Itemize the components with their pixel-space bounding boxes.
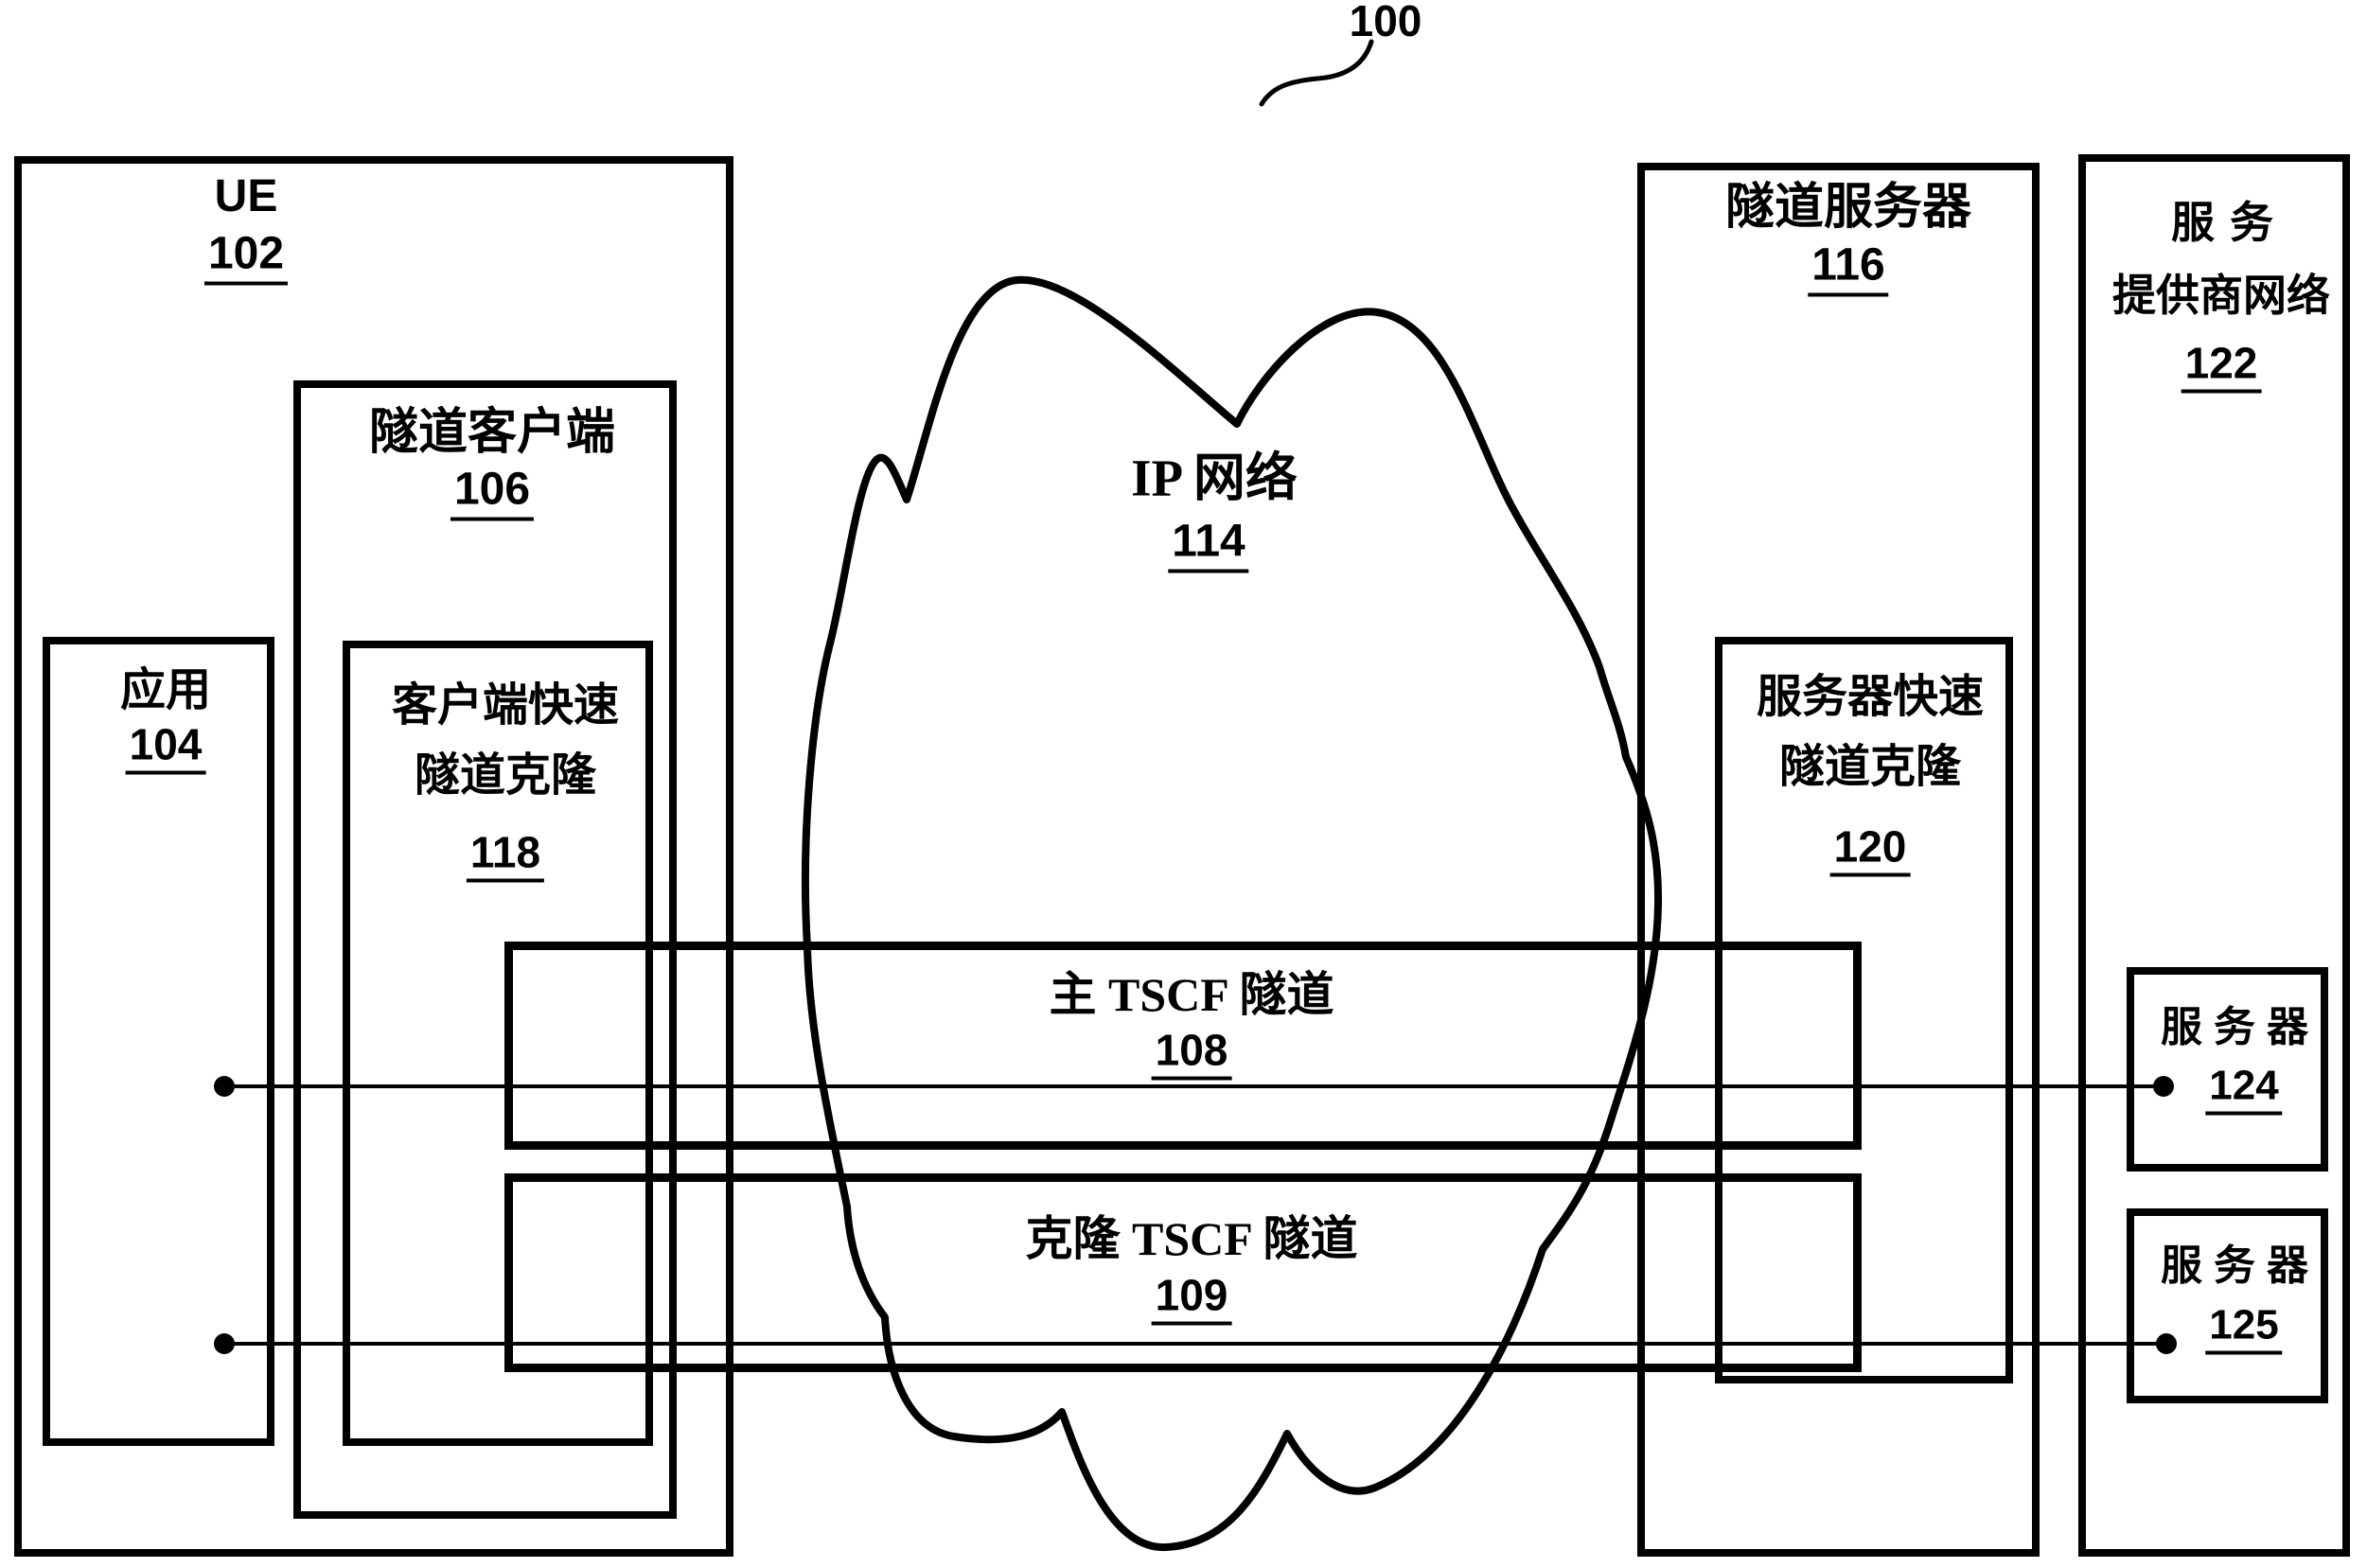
server-clone-line1: 服务器快速 [1756,672,1985,722]
clone-tscf-tunnel-title: 克隆 TSCF 隧道 [1025,1212,1358,1265]
primary-tunnel-connection [214,1076,2174,1097]
client-clone-line1: 客户端快速 [391,680,620,731]
ip-network-title: IP 网络 [1131,449,1298,507]
ue-box: UE 102 [14,156,733,1557]
application-box: 应用 104 [43,637,274,1446]
ue-title: UE [214,171,278,221]
server-fast-tunnel-clone-box: 服务器快速 隧道克隆 120 [1715,637,2013,1383]
ip-network-cloud [802,275,1663,1552]
ue-ref: 102 [203,231,289,286]
figure-number-leader-line [1259,39,1374,107]
tunnel-server-ref: 116 [1808,242,1889,297]
application-title: 应用 [119,665,212,715]
client-clone-line2: 隧道克隆 [414,750,597,801]
provider-network-line1: 服务 [2171,199,2288,247]
server-125-ref: 125 [2205,1304,2283,1355]
main-tscf-tunnel-ref: 108 [1151,1029,1232,1081]
server-125-box: 服务器 125 [2127,1208,2328,1403]
service-provider-network-box: 服务 提供商网络 122 [2078,154,2350,1557]
server-124-endpoint-dot [2153,1076,2174,1097]
application-ref: 104 [125,723,206,775]
server-clone-line2: 隧道克隆 [1778,742,1962,792]
figure-number: 100 [1349,0,1422,45]
application-endpoint-dot-2 [214,1333,235,1354]
server-124-title: 服务器 [2161,1004,2320,1050]
clone-tunnel-connection [214,1333,2177,1354]
server-clone-ref: 120 [1829,825,1911,877]
provider-network-line2: 提供商网络 [2112,272,2330,320]
server-125-endpoint-dot [2156,1333,2177,1354]
tunnel-server-box: 隧道服务器 116 [1637,163,2040,1557]
main-tscf-tunnel-box: 主 TSCF 隧道 108 [504,942,1862,1150]
client-clone-ref: 118 [466,831,545,883]
tunnel-client-title: 隧道客户端 [368,406,616,460]
tunnel-server-title: 隧道服务器 [1724,181,1972,235]
ip-network-ref: 114 [1168,519,1249,573]
main-tscf-tunnel-title: 主 TSCF 隧道 [1049,968,1334,1021]
tunnel-client-ref: 106 [450,467,535,521]
application-endpoint-dot [214,1076,235,1097]
server-124-box: 服务器 124 [2127,967,2328,1172]
provider-network-ref: 122 [2181,342,2262,394]
clone-tscf-tunnel-box: 克隆 TSCF 隧道 109 [504,1173,1862,1372]
server-125-title: 服务器 [2161,1242,2320,1289]
server-124-ref: 124 [2205,1065,2283,1116]
client-fast-tunnel-clone-box: 客户端快速 隧道克隆 118 [343,641,653,1446]
clone-tscf-tunnel-ref: 109 [1151,1274,1232,1326]
